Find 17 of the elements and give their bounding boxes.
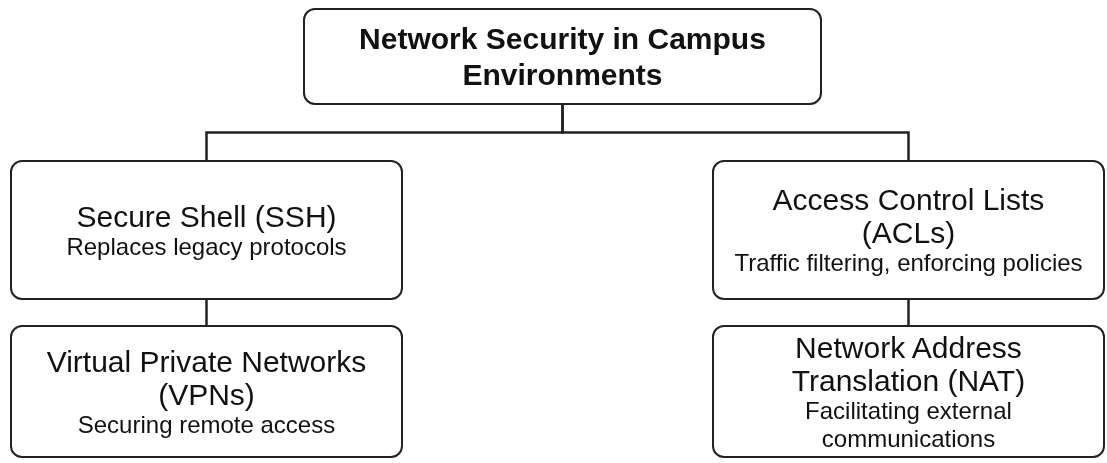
title-box	[303, 8, 822, 105]
connector-line	[205, 300, 208, 325]
connector-line	[907, 300, 910, 325]
topic-heading: Access Control Lists (ACLs)	[771, 183, 1046, 249]
topic-heading: Virtual Private Networks (VPNs)	[45, 344, 368, 411]
title-text: Network Security in Campus Environments	[358, 20, 767, 93]
topic-description: Facilitating external communications	[804, 396, 1012, 453]
topic-heading: Network Address Translation (NAT)	[790, 330, 1027, 397]
topic-description: Replaces legacy protocols	[66, 232, 347, 261]
topic-heading: Secure Shell (SSH)	[76, 199, 337, 233]
topic-box	[10, 325, 403, 458]
topic-description: Securing remote access	[77, 410, 336, 439]
topic-box	[712, 160, 1105, 300]
connector-line	[561, 105, 910, 160]
topic-box	[10, 160, 403, 300]
topic-box	[712, 325, 1105, 458]
topic-description: Traffic filtering, enforcing policies	[734, 249, 1083, 277]
